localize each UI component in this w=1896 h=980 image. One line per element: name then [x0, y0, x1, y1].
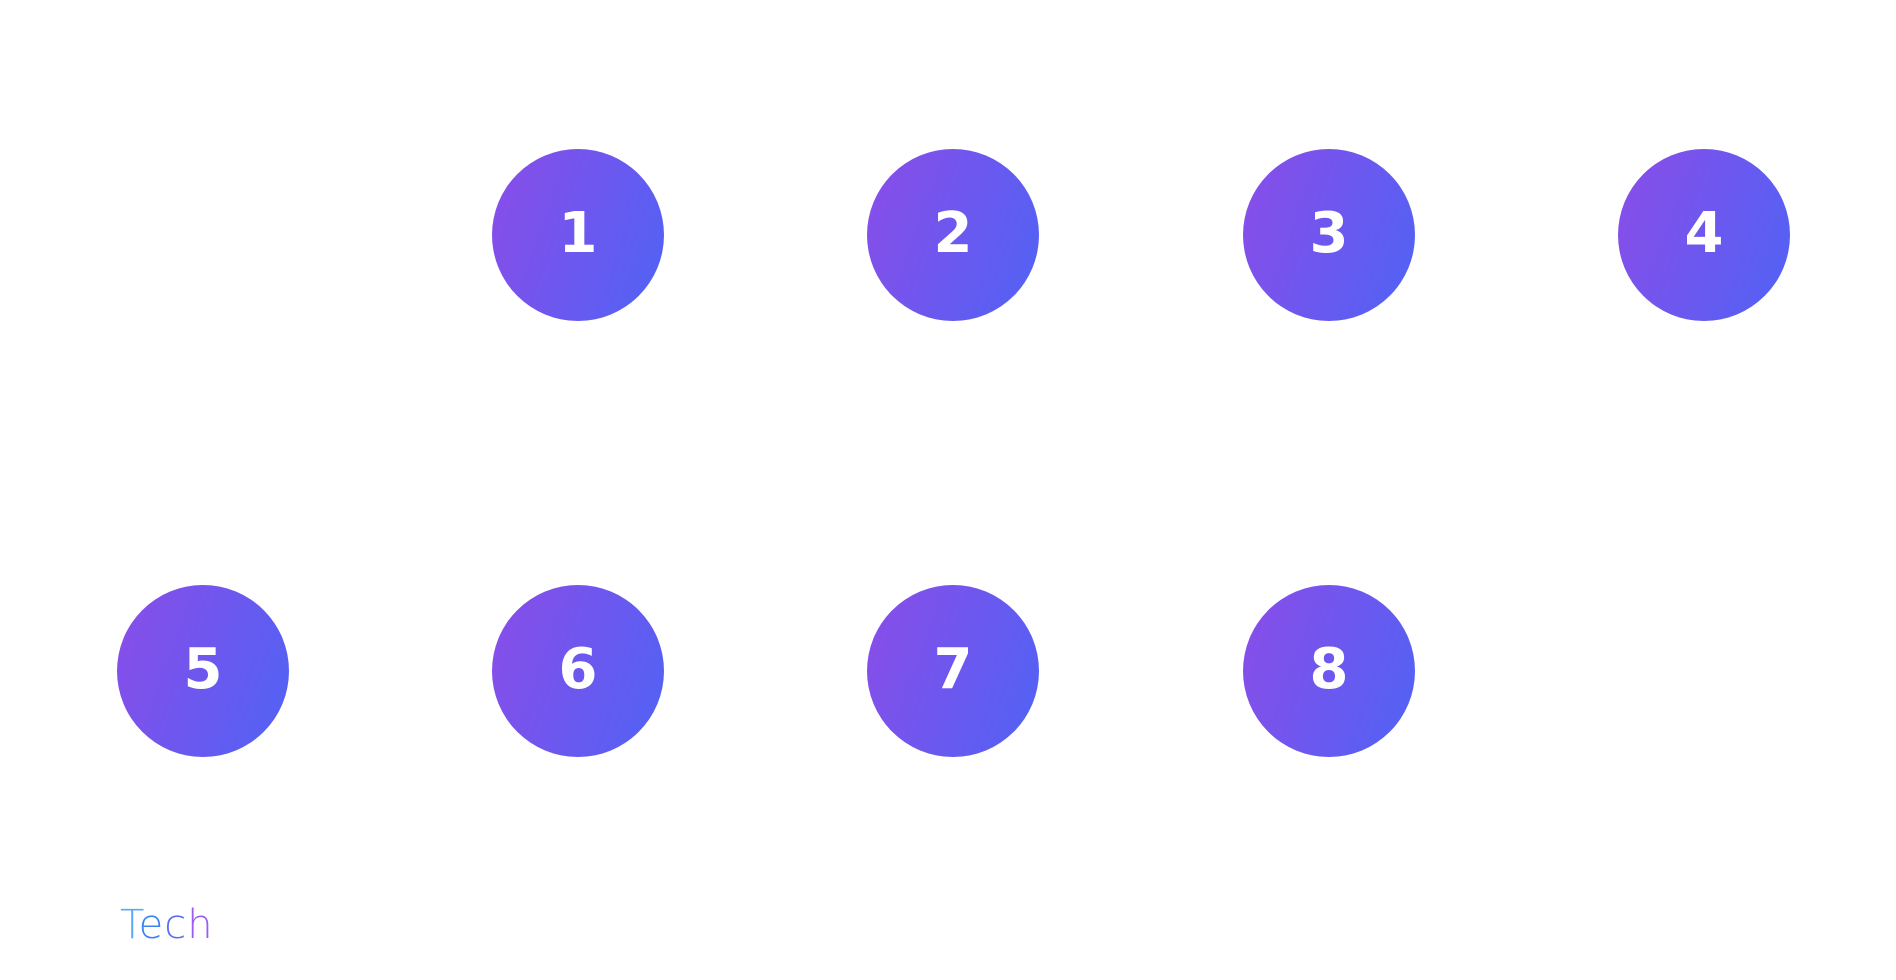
logo-letter: T [120, 902, 139, 948]
step-2-circle[interactable]: 2 [867, 149, 1039, 321]
brand-logo: Tech [120, 905, 214, 945]
step-7-number: 7 [933, 637, 973, 702]
step-4-circle[interactable]: 4 [1618, 149, 1790, 321]
step-5-circle[interactable]: 5 [117, 585, 289, 757]
step-1-circle[interactable]: 1 [492, 149, 664, 321]
step-1-number: 1 [558, 201, 598, 266]
step-8-circle[interactable]: 8 [1243, 585, 1415, 757]
step-5-number: 5 [183, 637, 223, 702]
step-2-number: 2 [933, 201, 973, 266]
step-8-number: 8 [1309, 637, 1349, 702]
logo-letter: c [164, 902, 188, 948]
step-6-circle[interactable]: 6 [492, 585, 664, 757]
step-4-number: 4 [1684, 201, 1724, 266]
step-3-number: 3 [1309, 201, 1349, 266]
logo-letter: h [187, 902, 214, 948]
step-3-circle[interactable]: 3 [1243, 149, 1415, 321]
step-7-circle[interactable]: 7 [867, 585, 1039, 757]
step-6-number: 6 [558, 637, 598, 702]
logo-letter: e [138, 902, 165, 948]
